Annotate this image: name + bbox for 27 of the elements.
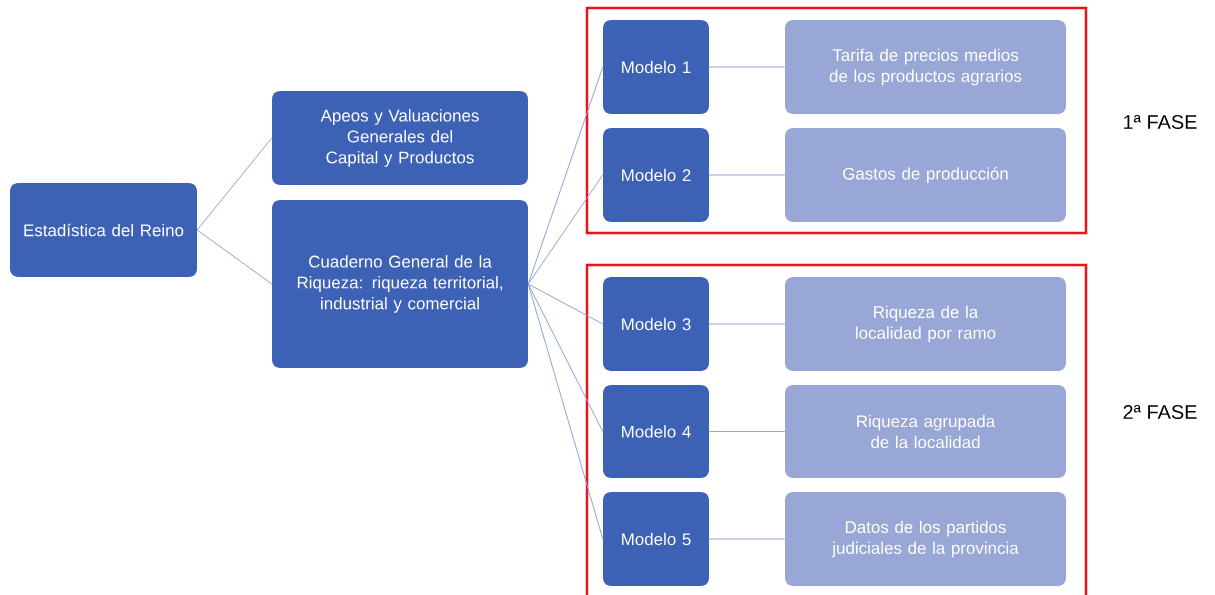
description-box: Riqueza de la localidad por ramo: [785, 277, 1066, 371]
connector-line: [708, 174, 786, 176]
description-box: Riqueza agrupada de la localidad: [785, 385, 1066, 478]
connector-line: [527, 283, 604, 540]
connector-line: [708, 323, 786, 325]
category-box: Apeos y Valuaciones Generales del Capital y Productos: [272, 91, 528, 185]
model-box: Modelo 2: [603, 128, 709, 222]
model-box: Modelo 4: [603, 385, 709, 478]
phase-label: 1ª FASE: [1124, 114, 1197, 130]
connector-line: [527, 283, 604, 325]
connector-line: [708, 538, 786, 540]
description-box: Datos de los partidos judiciales de la provincia: [785, 492, 1066, 586]
connector-line: [708, 66, 786, 68]
phase-label: 2ª FASE: [1123, 404, 1197, 420]
description-box: Tarifa de precios medios de los productos agrarios: [785, 20, 1066, 114]
connector-line: [196, 137, 273, 231]
model-box: Modelo 3: [603, 277, 709, 371]
model-box: Modelo 5: [603, 492, 709, 586]
connector-line: [196, 229, 273, 285]
model-box: Modelo 1: [603, 20, 709, 114]
connector-line: [527, 66, 604, 285]
description-box: Gastos de producción: [785, 128, 1066, 222]
category-box: Cuaderno General de la Riqueza: riqueza territorial, industrial y comercial: [272, 200, 528, 368]
connector-line: [527, 283, 604, 432]
connector-line: [708, 431, 786, 432]
category-box: Estadística del Reino: [10, 183, 197, 277]
connector-line: [527, 174, 604, 285]
